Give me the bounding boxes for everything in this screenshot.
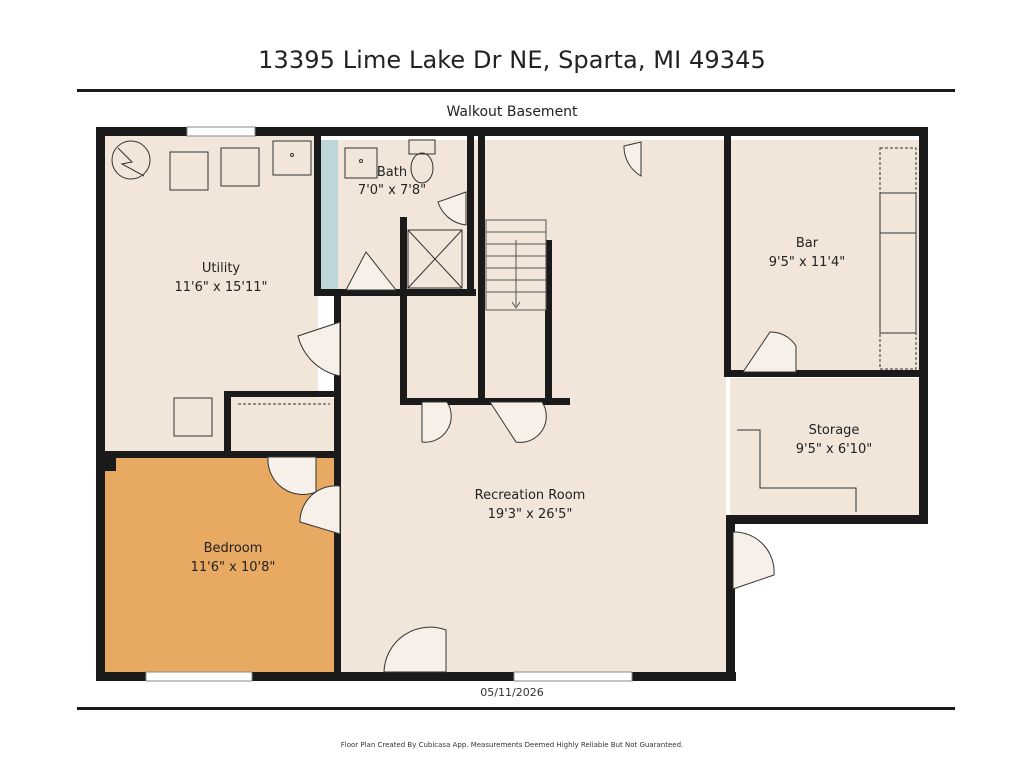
bath-vanity-icon xyxy=(344,147,378,179)
plan-title: 13395 Lime Lake Dr NE, Sparta, MI 49345 xyxy=(258,46,766,74)
top-rule xyxy=(77,89,955,92)
stairs xyxy=(485,219,547,311)
shower-icon xyxy=(407,229,463,289)
bar-floor xyxy=(730,140,922,375)
exterior-walls xyxy=(96,127,928,681)
bath-name: Bath xyxy=(377,165,407,180)
storage-name: Storage xyxy=(809,423,860,438)
windows xyxy=(145,126,633,682)
furnace-icon xyxy=(169,151,209,191)
interior-walls xyxy=(98,136,924,676)
water-heater-icon xyxy=(111,140,151,180)
toilet-icon xyxy=(408,139,436,155)
bedroom-size: 11'6" x 10'8" xyxy=(191,560,276,575)
recreation-size: 19'3" x 26'5" xyxy=(488,507,573,522)
utility-sink-icon xyxy=(272,140,312,176)
utility-name: Utility xyxy=(202,261,241,276)
floor-name: Walkout Basement xyxy=(446,104,578,120)
utility-size: 11'6" x 15'11" xyxy=(175,280,268,295)
washer-icon xyxy=(220,147,260,187)
disclaimer: Floor Plan Created By Cubicasa App. Meas… xyxy=(340,741,684,749)
bedroom-name: Bedroom xyxy=(204,541,263,556)
bottom-rule xyxy=(77,707,955,710)
plan-date: 05/11/2026 xyxy=(480,686,544,699)
storage-size: 9'5" x 6'10" xyxy=(796,442,872,457)
storage-floor xyxy=(730,378,922,516)
recreation-name: Recreation Room xyxy=(475,488,586,503)
fixtures xyxy=(111,139,917,512)
bath-size: 7'0" x 7'8" xyxy=(358,183,426,198)
closet-floor xyxy=(232,398,336,454)
bar-size: 9'5" x 11'4" xyxy=(769,255,845,270)
doors xyxy=(267,141,797,673)
bar-name: Bar xyxy=(796,236,819,251)
